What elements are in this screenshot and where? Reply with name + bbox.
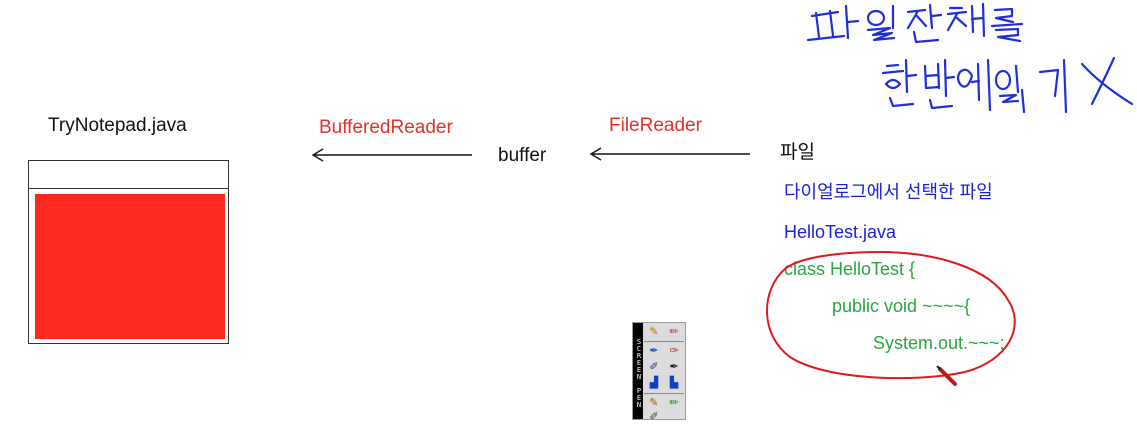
- code-line-method: public void ~~~~{: [832, 296, 971, 316]
- thin-pen-icon[interactable]: ✒: [649, 344, 659, 357]
- buffered-reader-label: BufferedReader: [319, 117, 453, 138]
- buffer-label: buffer: [498, 145, 547, 166]
- eraser-icon[interactable]: ✐: [649, 410, 659, 423]
- handwritten-note: [806, 2, 1134, 114]
- arrow-to-buffer: [589, 147, 750, 161]
- selected-filename: HelloTest.java: [784, 222, 897, 242]
- orange-pencil-icon[interactable]: ✎: [649, 396, 659, 409]
- file-label: 파일: [780, 142, 815, 163]
- screen-pen-title-strip: SCREEN PEN: [633, 323, 643, 419]
- screen-pen-toolbar[interactable]: SCREEN PEN ✎ ✏ ✒ ✑ ✐ ✒ ▟ ▙ ✎ ✏ ✐: [632, 322, 686, 423]
- pencil-tool-icon[interactable]: ✎: [649, 325, 659, 338]
- dialog-file-description: 다이얼로그에서 선택한 파일: [784, 182, 993, 202]
- blue-marker-icon[interactable]: ▙: [669, 376, 679, 389]
- notepad-text-area: [35, 194, 225, 339]
- code-highlight-circle: [766, 250, 1016, 380]
- arrow-to-buffered-reader: [311, 148, 472, 162]
- notepad-window: [28, 160, 229, 344]
- toolbar-divider: [644, 341, 684, 342]
- red-pen-icon[interactable]: ✑: [669, 344, 679, 357]
- marker-set-icon[interactable]: ✏: [669, 325, 679, 338]
- notepad-titlebar: [29, 161, 228, 189]
- notepad-class-label: TryNotepad.java: [48, 115, 187, 136]
- toolbar-divider: [644, 393, 684, 394]
- black-pen-icon[interactable]: ✒: [669, 360, 679, 373]
- code-line-class: class HelloTest {: [784, 259, 916, 279]
- code-line-statement: System.out.~~~;: [873, 333, 1005, 353]
- brush-pen-icon[interactable]: ✐: [649, 360, 659, 373]
- pen-cursor-icon: [936, 365, 957, 386]
- blue-highlighter-icon[interactable]: ▟: [649, 376, 659, 389]
- green-highlighter-icon[interactable]: ✏: [669, 396, 679, 409]
- file-reader-label: FileReader: [609, 115, 702, 136]
